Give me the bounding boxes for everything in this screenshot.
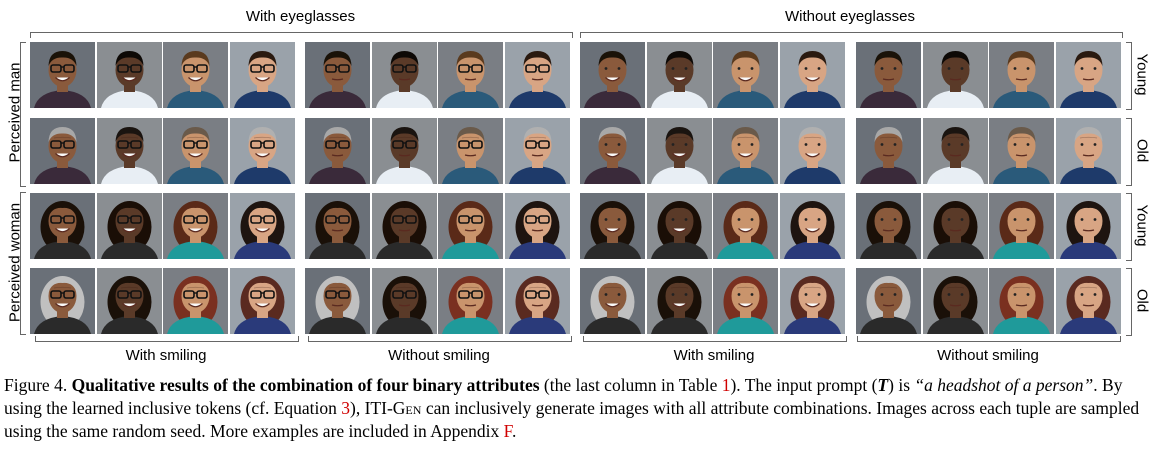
portrait-thumbnail [989, 193, 1054, 259]
portrait-thumbnail [580, 193, 645, 259]
right-bracket-old-man [1126, 118, 1132, 186]
label-with-smiling-2: With smiling [673, 347, 755, 364]
portrait-thumbnail [779, 118, 845, 184]
portrait-thumbnail [922, 193, 988, 259]
caption-prefix: Figure 4. [4, 375, 72, 395]
portrait-thumbnail [96, 118, 162, 184]
portrait-thumbnail [713, 42, 778, 108]
portrait-thumbnail [779, 193, 845, 259]
portrait-thumbnail [30, 193, 95, 259]
portrait-thumbnail [163, 42, 228, 108]
portrait-thumbnail [989, 268, 1054, 334]
bottom-bracket-2 [308, 336, 572, 342]
portrait-thumbnail [305, 268, 370, 334]
portrait-thumbnail [504, 193, 570, 259]
right-bracket-young-woman [1126, 193, 1132, 261]
portrait-thumbnail [371, 118, 437, 184]
gen-smallcaps: Gen [392, 398, 422, 418]
portrait-thumbnail [856, 268, 921, 334]
right-bracket-old-woman [1126, 268, 1132, 336]
portrait-thumbnail [96, 42, 162, 108]
portrait-thumbnail [856, 42, 921, 108]
portrait-thumbnail [305, 193, 370, 259]
ref-table-1[interactable]: 1 [721, 375, 731, 395]
portrait-thumbnail [713, 193, 778, 259]
portrait-thumbnail [30, 42, 95, 108]
portrait-thumbnail [229, 268, 295, 334]
prompt-symbol: T [877, 375, 889, 395]
label-with-smiling-1: With smiling [125, 347, 207, 364]
ref-appendix-f[interactable]: F [503, 421, 512, 441]
portrait-thumbnail [646, 42, 712, 108]
portrait-thumbnail [305, 42, 370, 108]
portrait-thumbnail [371, 42, 437, 108]
portrait-thumbnail [1055, 268, 1121, 334]
portrait-thumbnail [30, 118, 95, 184]
portrait-thumbnail [504, 118, 570, 184]
figure-caption: Figure 4. Qualitative results of the com… [4, 375, 1140, 441]
portrait-thumbnail [163, 193, 228, 259]
portrait-thumbnail [713, 118, 778, 184]
header-without-eyeglasses: Without eyeglasses [784, 8, 916, 25]
header-with-eyeglasses: With eyeglasses [245, 8, 356, 25]
portrait-thumbnail [438, 268, 503, 334]
prompt-text: “a headshot of a person” [914, 375, 1094, 395]
portrait-thumbnail [30, 268, 95, 334]
portrait-thumbnail [305, 118, 370, 184]
top-bracket-left [30, 32, 573, 38]
top-bracket-right [580, 32, 1123, 38]
portrait-thumbnail [922, 42, 988, 108]
bottom-bracket-4 [857, 336, 1121, 342]
ref-equation-3[interactable]: 3 [341, 398, 351, 418]
left-bracket-man [20, 42, 26, 187]
portrait-thumbnail [989, 42, 1054, 108]
bottom-bracket-3 [583, 336, 847, 342]
portrait-thumbnail [1055, 118, 1121, 184]
portrait-thumbnail [922, 118, 988, 184]
right-bracket-young-man [1126, 42, 1132, 110]
portrait-thumbnail [779, 42, 845, 108]
portrait-thumbnail [371, 268, 437, 334]
portrait-thumbnail [229, 193, 295, 259]
portrait-thumbnail [856, 118, 921, 184]
portrait-thumbnail [646, 118, 712, 184]
portrait-thumbnail [1055, 42, 1121, 108]
portrait-thumbnail [580, 42, 645, 108]
portrait-thumbnail [229, 42, 295, 108]
left-bracket-woman [20, 192, 26, 335]
portrait-thumbnail [504, 42, 570, 108]
portrait-thumbnail [96, 193, 162, 259]
portrait-thumbnail [989, 118, 1054, 184]
image-grid [30, 42, 1121, 334]
caption-bold: Qualitative results of the combination o… [71, 375, 540, 395]
portrait-thumbnail [163, 118, 228, 184]
portrait-thumbnail [163, 268, 228, 334]
portrait-thumbnail [856, 193, 921, 259]
portrait-thumbnail [504, 268, 570, 334]
portrait-thumbnail [371, 193, 437, 259]
label-without-smiling-2: Without smiling [937, 347, 1039, 364]
portrait-thumbnail [438, 118, 503, 184]
portrait-thumbnail [713, 268, 778, 334]
portrait-thumbnail [438, 193, 503, 259]
portrait-thumbnail [580, 268, 645, 334]
portrait-thumbnail [96, 268, 162, 334]
label-without-smiling-1: Without smiling [388, 347, 490, 364]
portrait-thumbnail [779, 268, 845, 334]
portrait-thumbnail [580, 118, 645, 184]
bottom-bracket-1 [35, 336, 299, 342]
portrait-thumbnail [646, 193, 712, 259]
portrait-thumbnail [229, 118, 295, 184]
portrait-thumbnail [646, 268, 712, 334]
portrait-thumbnail [1055, 193, 1121, 259]
portrait-thumbnail [438, 42, 503, 108]
portrait-thumbnail [922, 268, 988, 334]
